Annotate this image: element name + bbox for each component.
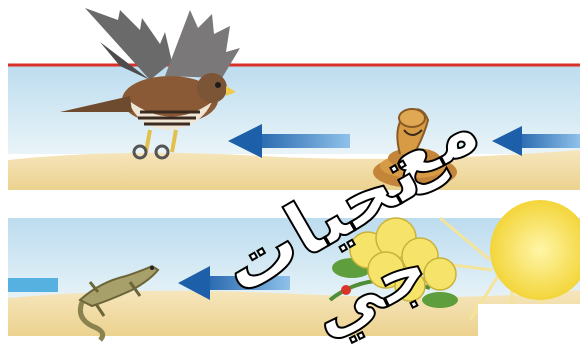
arrow-partial-left bbox=[8, 278, 58, 292]
food-chain-diagram bbox=[0, 0, 580, 344]
top-panel bbox=[8, 8, 580, 190]
top-sand bbox=[8, 150, 580, 190]
